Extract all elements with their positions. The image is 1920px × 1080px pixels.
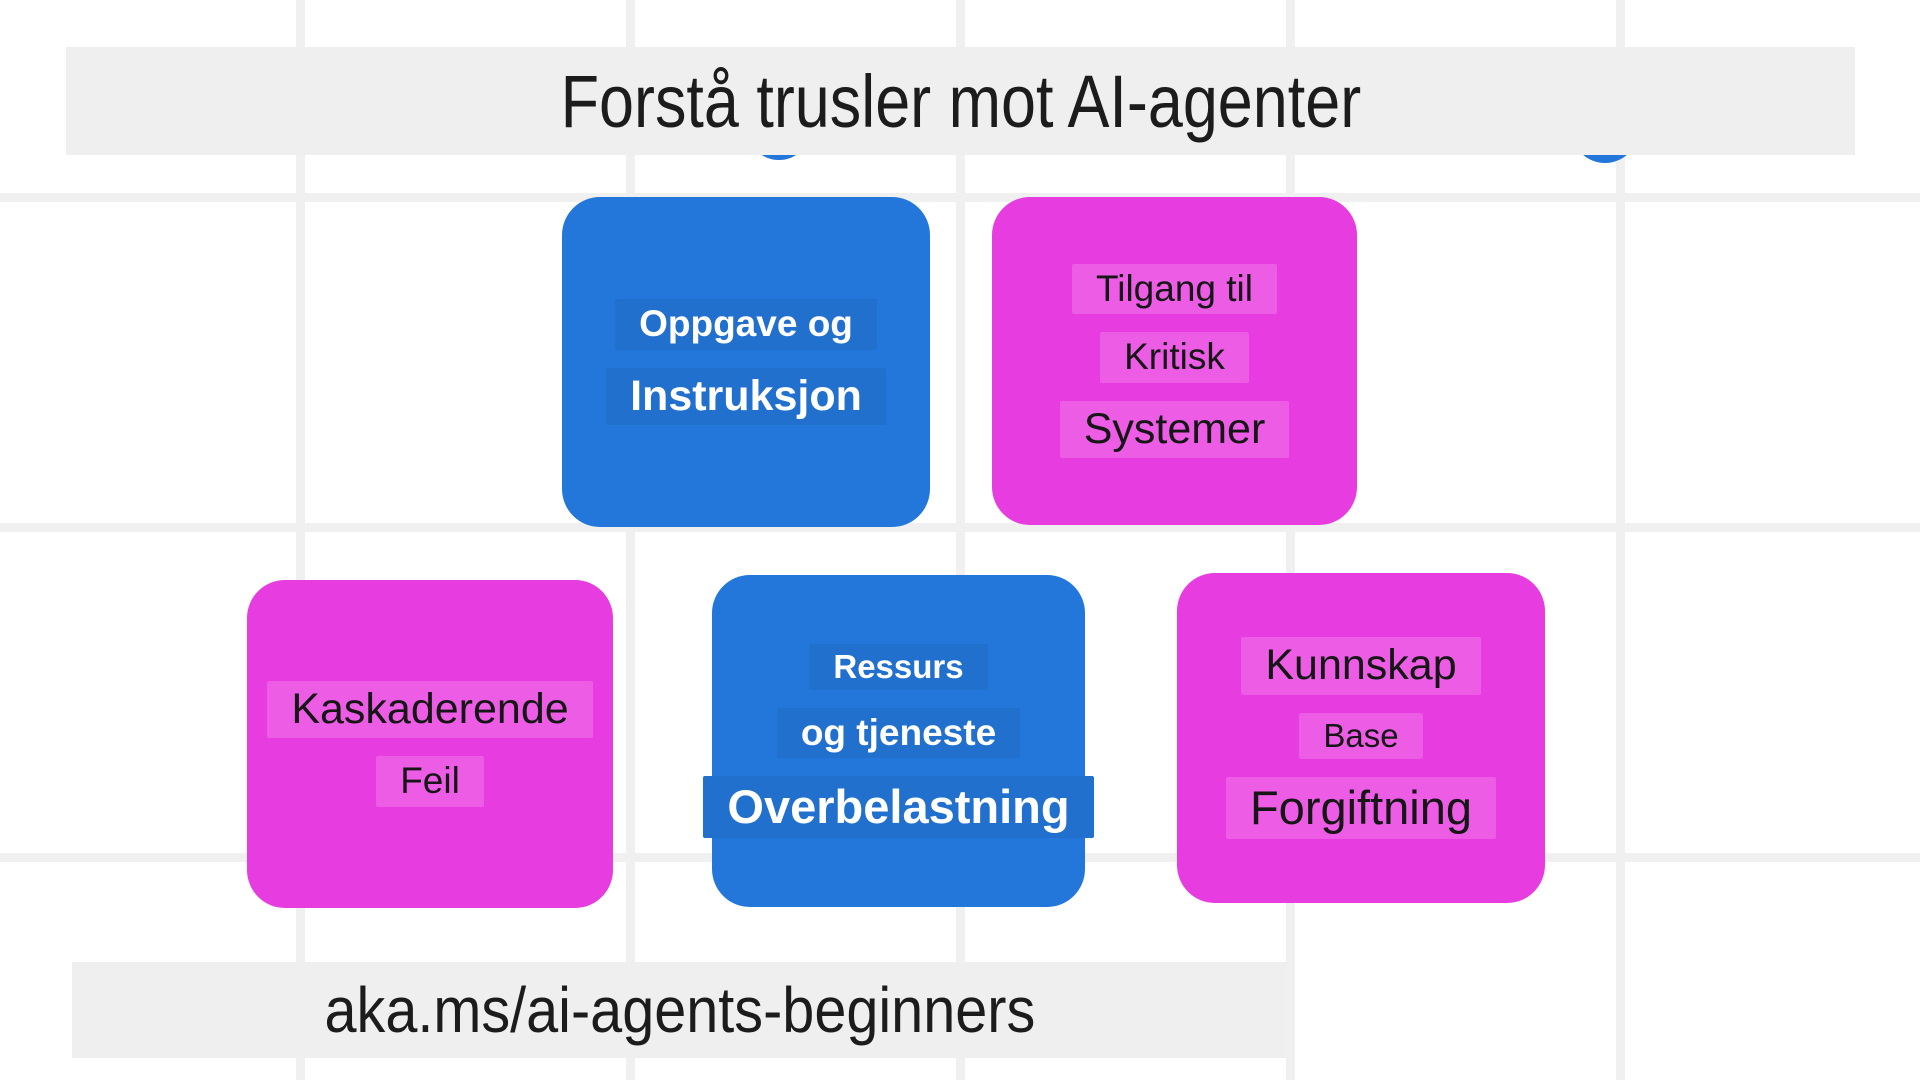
grid-line-vertical — [1616, 0, 1625, 1080]
note-text-line: Instruksjon — [606, 367, 886, 425]
grid-line-vertical — [626, 0, 635, 1080]
sticky-note-knowledge-base-poisoning: Kunnskap Base Forgiftning — [1177, 573, 1545, 903]
note-text-line: Kunnskap — [1241, 637, 1481, 695]
sticky-note-task-and-instruction: Oppgave og Instruksjon — [562, 197, 930, 527]
sticky-note-access-to-critical-systems: Tilgang til Kritisk Systemer — [992, 197, 1357, 525]
grid-line-horizontal — [0, 193, 1920, 202]
grid-line-horizontal — [0, 523, 1920, 532]
sticky-note-resource-and-service-overload: Ressurs og tjeneste Overbelastning — [703, 575, 1094, 907]
note-text-line: Kritisk — [1100, 332, 1249, 383]
note-text-line: Oppgave og — [615, 299, 877, 350]
grid-line-vertical — [956, 0, 965, 1080]
note-text-line: Systemer — [1059, 400, 1290, 459]
title-banner: Forstå trusler mot AI-agenter — [66, 47, 1855, 155]
note-text-line: Base — [1299, 712, 1423, 759]
sticky-note-cascading-errors: Kaskaderende Feil — [247, 580, 613, 908]
footer-banner: aka.ms/ai-agents-beginners — [72, 962, 1287, 1058]
grid-line-vertical — [1286, 0, 1295, 1080]
course-url: aka.ms/ai-agents-beginners — [324, 974, 1035, 1046]
grid-line-vertical — [296, 0, 305, 1080]
note-text-line: Ressurs — [809, 643, 988, 690]
page-title: Forstå trusler mot AI-agenter — [560, 59, 1361, 143]
note-text-line: Forgiftning — [1225, 776, 1497, 839]
note-text-line: og tjeneste — [776, 707, 1021, 759]
note-text-line: Feil — [376, 756, 484, 807]
note-text-line: Overbelastning — [703, 776, 1094, 839]
note-text-line: Kaskaderende — [267, 681, 593, 739]
note-text-line: Tilgang til — [1072, 263, 1277, 315]
